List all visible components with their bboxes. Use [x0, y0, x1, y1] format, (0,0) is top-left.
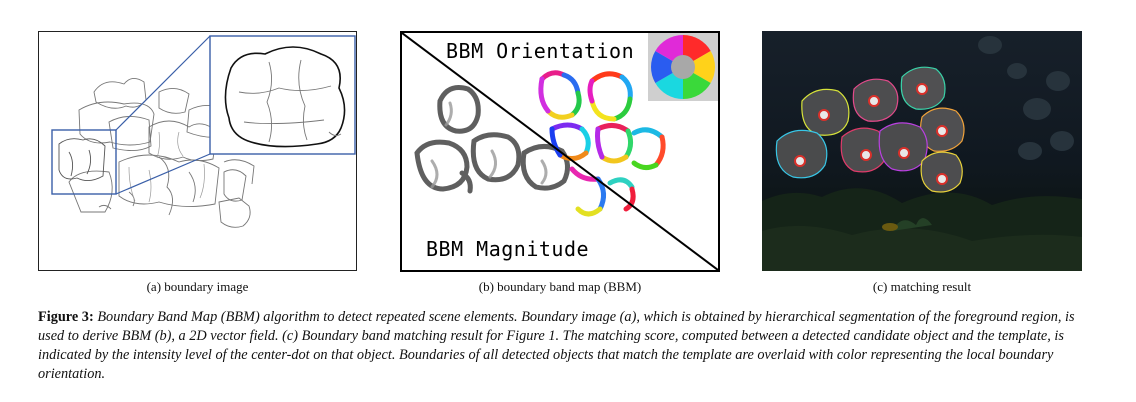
inset-zoom-box — [209, 35, 356, 155]
bbm-panel: BBM Orientation BBM Magnitude — [400, 31, 720, 272]
inset-source-box — [51, 129, 117, 195]
figure-label: Figure 3: — [38, 309, 94, 325]
orientation-color-wheel — [648, 33, 718, 101]
subcaption-a: (a) boundary image — [146, 279, 249, 294]
bbm-orientation-label: BBM Orientation — [446, 39, 635, 63]
subcaption-b: (b) boundary band map (BBM) — [478, 279, 642, 294]
subcaption-c: (c) matching result — [872, 279, 972, 294]
figure-caption: Figure 3: Boundary Band Map (BBM) algori… — [38, 308, 1088, 384]
matching-result-image — [762, 31, 1082, 271]
bbm-magnitude-label: BBM Magnitude — [426, 237, 590, 261]
boundary-image-panel — [38, 31, 357, 271]
boundary-image-drawing — [51, 35, 356, 228]
matching-result-panel — [762, 31, 1082, 271]
bbm-drawing — [402, 33, 718, 270]
figure-caption-text: Boundary Band Map (BBM) algorithm to det… — [38, 309, 1075, 382]
